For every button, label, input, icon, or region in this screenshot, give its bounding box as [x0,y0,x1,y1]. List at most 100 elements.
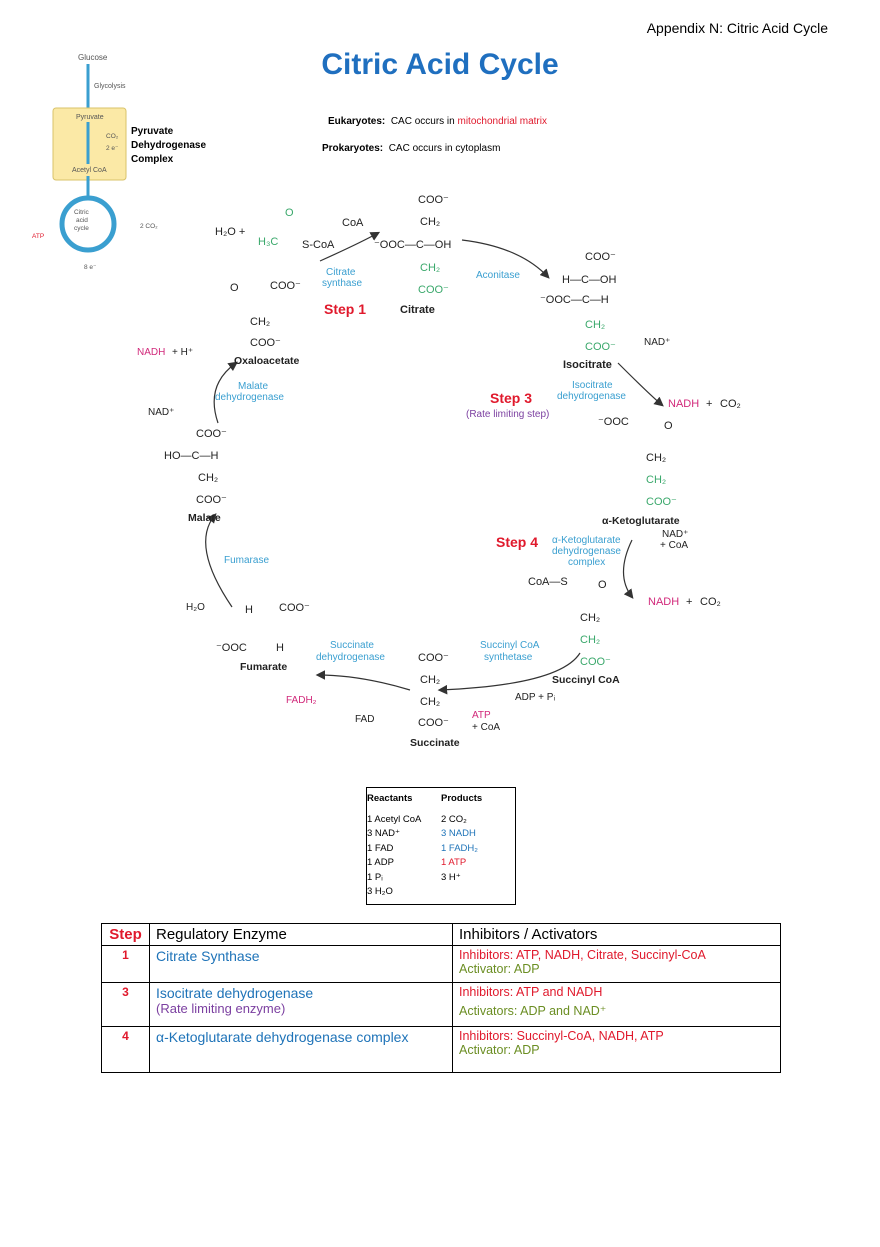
oaa-coo: COO⁻ [270,280,301,292]
eukaryotes-line: Eukaryotes: CAC occurs in mitochondrial … [328,116,547,127]
row-step: 3 [101,982,150,1027]
succ-coa-coo: COO⁻ [580,656,611,668]
row-enzyme: Isocitrate dehydrogenase [156,985,314,1001]
step3-note: (Rate limiting step) [466,409,550,420]
akg-label: α-Ketoglutarate [602,515,680,527]
succ-coa-o: O [598,579,607,591]
akg-ch2: CH₂ [646,452,666,464]
atp-label: ATP [32,233,44,240]
step1-arrow [319,231,381,262]
row-activators: Activators: ADP and NAD⁺ [459,1004,607,1018]
cycle-label-1: Citric [74,209,90,216]
scoa-label: S-CoA [302,239,335,251]
step3-plus: + [706,398,712,410]
table-row: 4 α-Ketoglutarate dehydrogenase complex … [101,1026,781,1073]
mdh-nadh: NADH [137,347,165,358]
fumarase-label: Fumarase [224,555,269,566]
scs-arrow [437,652,581,695]
step3-co2: CO₂ [720,398,741,410]
appendix-label: Appendix N: Citric Acid Cycle [646,20,828,36]
succinate-top: COO⁻ [418,652,449,664]
cycle-label-3: cycle [74,225,89,232]
reactant-item: 1 ADP [367,857,394,868]
oxaloacetate-label: Oxaloacetate [234,355,300,367]
row-effectors: Inhibitors: Succinyl-CoA, NADH, ATP Acti… [452,1026,781,1073]
pyruvate-label: Pyruvate [76,114,104,121]
row-effectors: Inhibitors: ATP, NADH, Citrate, Succinyl… [452,945,781,983]
acetyl-coa-label: Acetyl CoA [72,167,107,174]
succ-coa-ch2-green: CH₂ [580,634,600,646]
coa-label: CoA [342,217,364,229]
malate-top: COO⁻ [196,428,227,440]
row-note: (Rate limiting enzyme) [156,1001,286,1016]
row-enzyme-cell: Isocitrate dehydrogenase (Rate limiting … [149,982,453,1027]
header-enzyme: Regulatory Enzyme [149,923,453,946]
overview-diagram: Glucose Glycolysis Pyruvate CO₂ 2 e⁻ Ace… [32,53,158,271]
product-item: 3 NADH [441,828,476,839]
fumarase-arrow [205,513,233,608]
header-step: Step [101,923,150,946]
succ-coa-ch2: CH₂ [580,612,600,624]
product-item: 2 CO₂ [441,813,467,825]
oaa-bottom: COO⁻ [250,337,281,349]
mdh-1: Malate [238,381,268,392]
step4-label: Step 4 [496,534,539,550]
row-activators: Activator: ADP [459,1043,540,1057]
fadh2-label: FADH₂ [286,695,317,706]
akg-o: O [664,420,673,432]
fad-label: FAD [355,714,374,725]
header-inhibitors: Inhibitors / Activators [452,923,781,946]
glycolysis-label: Glycolysis [94,83,126,90]
scs-2: synthetase [484,652,533,663]
citrate-ch2: CH₂ [420,216,440,228]
step3-nadh: NADH [668,398,699,410]
aconitase-label: Aconitase [476,270,520,281]
two-e-label: 2 e⁻ [106,145,119,152]
table-row: 3 Isocitrate dehydrogenase (Rate limitin… [101,982,781,1027]
reactant-item: 1 Acetyl CoA [367,813,422,825]
row-inhibitors: Inhibitors: Succinyl-CoA, NADH, ATP [459,1029,664,1043]
row-enzyme: α-Ketoglutarate dehydrogenase complex [149,1026,453,1073]
citrate-synthase-1: Citrate [326,267,356,278]
product-item: 3 H⁺ [441,871,461,883]
step3-arrow [617,362,664,407]
citrate-label: Citrate [400,304,435,316]
sdh-2: dehydrogenase [316,652,385,663]
step4-plus: + [686,596,692,608]
row-activators: Activator: ADP [459,962,540,976]
fumarate-coo: COO⁻ [279,602,310,614]
step4-nad: NAD⁺ [662,529,688,540]
akgdh-2: dehydrogenase [552,546,621,557]
sdh-1: Succinate [330,640,374,651]
sdh-arrow [315,670,411,691]
product-item: 1 FADH₂ [441,842,478,854]
mdh-nad: NAD⁺ [148,407,174,418]
scs-1: Succinyl CoA [480,640,540,651]
isocitrate-hcoh: H—C—OH [562,274,616,286]
step3-nad: NAD⁺ [644,337,670,348]
fumarase-water: H₂O [186,602,205,613]
row-inhibitors: Inhibitors: ATP and NADH [459,985,603,999]
isocitrate-ch2: CH₂ [585,319,605,331]
acetyl-o: O [285,207,294,219]
mdh-h: + H⁺ [172,347,193,358]
succ-coa-s: CoA—S [528,576,568,588]
table-row: 1 Citrate Synthase Inhibitors: ATP, NADH… [101,945,781,983]
step3-label: Step 3 [490,390,533,406]
citrate-structure: ⁻OOC—C—OH [374,239,451,251]
isocitrate-top: COO⁻ [585,251,616,263]
icdh-2: dehydrogenase [557,391,626,402]
regulation-table: Step Regulatory Enzyme Inhibitors / Acti… [101,923,781,1073]
reactant-item: 3 NAD⁺ [367,828,400,839]
mdh-2: dehydrogenase [215,392,284,403]
mdh-arrow [213,361,238,424]
succinate-bottom: COO⁻ [418,717,449,729]
citrate-synthase-2: synthase [322,278,362,289]
reactant-item: 1 Pᵢ [367,871,383,883]
akg-coo: COO⁻ [646,496,677,508]
akgdh-1: α-Ketoglutarate [552,535,621,546]
step4-arrow [622,539,634,599]
malate-ch2: CH₂ [198,472,218,484]
fumarate-label: Fumarate [240,661,287,673]
fumarate-top: H [245,604,253,616]
